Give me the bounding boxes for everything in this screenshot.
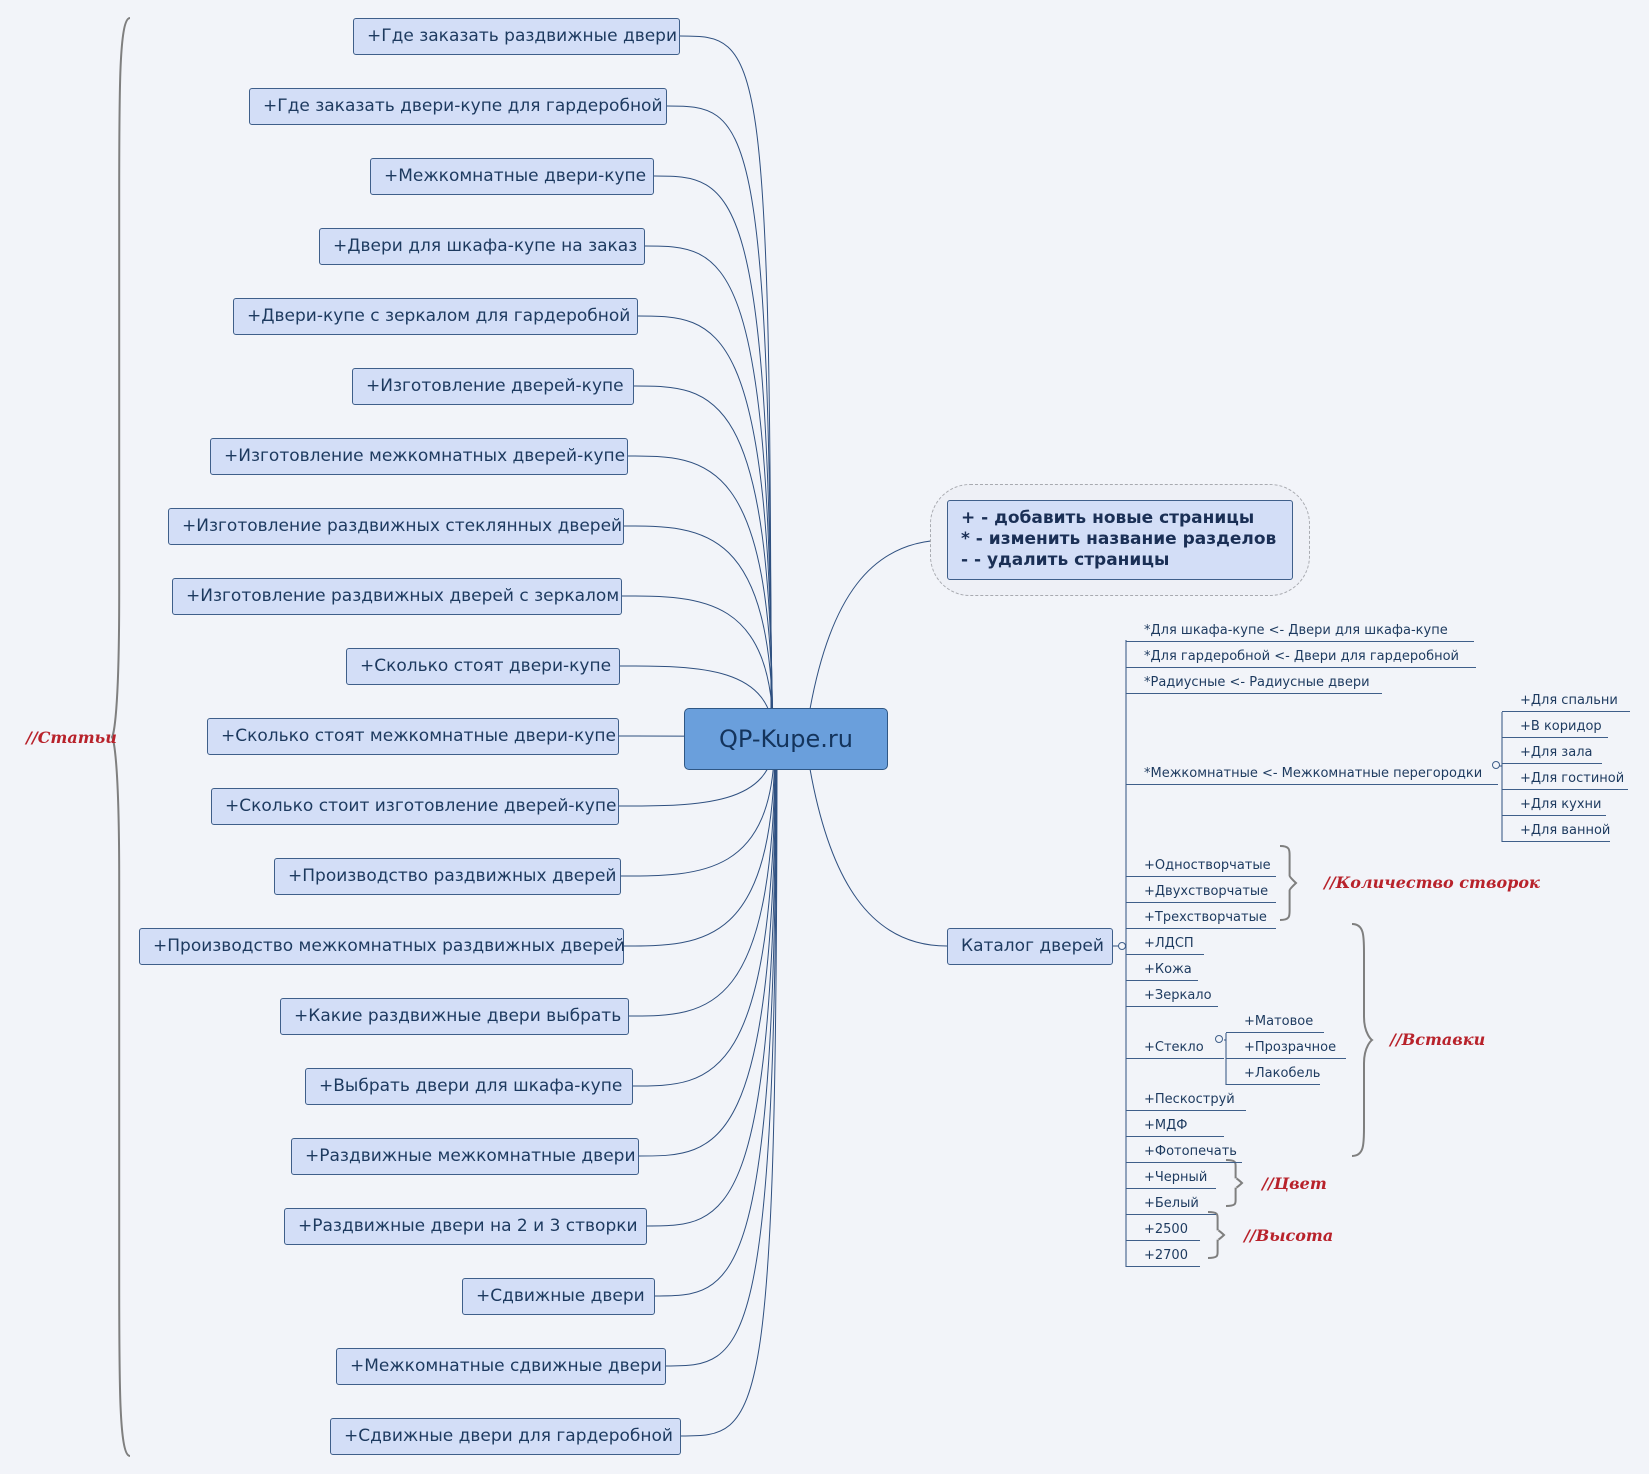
- catalog-topic[interactable]: Каталог дверей: [947, 928, 1113, 965]
- room-leaf[interactable]: +Для кухни: [1502, 796, 1606, 816]
- catalog-leaf[interactable]: +ЛДСП: [1126, 935, 1204, 955]
- connector: [644, 245, 773, 740]
- connector: [633, 385, 773, 740]
- connector: [620, 738, 776, 877]
- article-topic[interactable]: +Сколько стоят межкомнатные двери-купе: [207, 718, 619, 755]
- connector: [654, 738, 777, 1297]
- connector: [653, 175, 773, 740]
- article-topic[interactable]: +Раздвижные двери на 2 и 3 створки: [284, 1208, 647, 1245]
- article-topic[interactable]: +Какие раздвижные двери выбрать: [280, 998, 629, 1035]
- height-brace: [1207, 1211, 1226, 1259]
- article-topic[interactable]: +Изготовление раздвижных дверей с зеркал…: [172, 578, 622, 615]
- articles-note: //Статьи: [26, 728, 117, 747]
- color-brace: [1225, 1159, 1244, 1207]
- connector: [623, 738, 776, 947]
- article-topic[interactable]: +Межкомнатные двери-купе: [370, 158, 654, 195]
- room-leaf[interactable]: +В коридор: [1502, 718, 1608, 738]
- collapse-toggle[interactable]: [1118, 942, 1126, 950]
- article-topic[interactable]: +Межкомнатные сдвижные двери: [336, 1348, 666, 1385]
- color-note: //Цвет: [1262, 1174, 1327, 1193]
- connector: [1224, 1033, 1227, 1085]
- room-leaf[interactable]: +Для спальни: [1502, 692, 1630, 712]
- connector: [679, 35, 772, 740]
- room-leaf[interactable]: +Для зала: [1502, 744, 1602, 764]
- article-topic[interactable]: +Производство раздвижных дверей: [274, 858, 621, 895]
- catalog-leaf[interactable]: +2500: [1126, 1221, 1200, 1241]
- connector: [627, 455, 774, 740]
- article-topic[interactable]: +Сколько стоит изготовление дверей-купе: [211, 788, 619, 825]
- glass-leaf[interactable]: +Матовое: [1226, 1013, 1324, 1033]
- catalog-leaf[interactable]: +Двухстворчатые: [1126, 883, 1276, 903]
- catalog-leaf[interactable]: +Кожа: [1126, 961, 1198, 981]
- central-topic[interactable]: QP-Kupe.ru: [684, 708, 888, 770]
- catalog-section[interactable]: *Для шкафа-купе <- Двери для шкафа-купе: [1126, 622, 1474, 642]
- connector: [680, 738, 778, 1437]
- connector: [637, 315, 773, 740]
- connector: [632, 738, 776, 1087]
- article-topic[interactable]: +Раздвижные межкомнатные двери: [291, 1138, 639, 1175]
- sashes-note: //Количество створок: [1324, 873, 1540, 892]
- article-topic[interactable]: +Двери-купе с зеркалом для гардеробной: [233, 298, 638, 335]
- article-topic[interactable]: +Где заказать двери-купе для гардеробной: [249, 88, 667, 125]
- connector: [621, 595, 774, 740]
- article-topic[interactable]: +Где заказать раздвижные двери: [353, 18, 680, 55]
- articles-brace: [110, 17, 131, 1457]
- catalog-leaf[interactable]: +Черный: [1126, 1169, 1216, 1189]
- catalog-section[interactable]: *Межкомнатные <- Межкомнатные перегородк…: [1126, 765, 1498, 785]
- catalog-leaf[interactable]: +2700: [1126, 1247, 1200, 1267]
- room-leaf[interactable]: +Для ванной: [1502, 822, 1610, 842]
- legend-rename-sections: * - изменить название разделов: [961, 529, 1277, 549]
- article-topic[interactable]: +Выбрать двери для шкафа-купе: [305, 1068, 633, 1105]
- article-topic[interactable]: +Сдвижные двери: [462, 1278, 655, 1315]
- inserts-brace: [1351, 923, 1374, 1157]
- connector: [623, 525, 774, 740]
- catalog-leaf[interactable]: +Пескоструй: [1126, 1091, 1246, 1111]
- collapse-toggle[interactable]: [1492, 761, 1500, 769]
- legend-add-pages: + - добавить новые страницы: [961, 508, 1255, 528]
- article-topic[interactable]: +Изготовление межкомнатных дверей-купе: [210, 438, 628, 475]
- sashes-brace: [1279, 845, 1298, 921]
- glass-leaf[interactable]: +Прозрачное: [1226, 1039, 1346, 1059]
- article-topic[interactable]: +Производство межкомнатных раздвижных дв…: [139, 928, 625, 965]
- height-note: //Высота: [1244, 1226, 1334, 1245]
- connector: [638, 738, 777, 1157]
- catalog-leaf[interactable]: +МДФ: [1126, 1117, 1224, 1137]
- glass-leaf[interactable]: +Лакобель: [1226, 1065, 1320, 1085]
- catalog-leaf[interactable]: +Белый: [1126, 1195, 1216, 1215]
- catalog-leaf[interactable]: +Одностворчатые: [1126, 857, 1276, 877]
- article-topic[interactable]: +Сколько стоят двери-купе: [346, 648, 620, 685]
- catalog-section[interactable]: *Радиусные <- Радиусные двери: [1126, 674, 1382, 694]
- connector: [809, 768, 948, 947]
- inserts-note: //Вставки: [1390, 1030, 1486, 1049]
- connector: [665, 738, 778, 1367]
- room-leaf[interactable]: +Для гостиной: [1502, 770, 1628, 790]
- legend-topic[interactable]: + - добавить новые страницы * - изменить…: [947, 500, 1293, 580]
- collapse-toggle[interactable]: [1215, 1035, 1223, 1043]
- article-topic[interactable]: +Изготовление раздвижных стеклянных двер…: [168, 508, 624, 545]
- article-topic[interactable]: +Двери для шкафа-купе на заказ: [319, 228, 645, 265]
- catalog-section[interactable]: *Для гардеробной <- Двери для гардеробно…: [1126, 648, 1476, 668]
- catalog-leaf[interactable]: +Трехстворчатые: [1126, 909, 1276, 929]
- legend-delete-pages: - - удалить страницы: [961, 550, 1170, 570]
- connector: [666, 105, 772, 740]
- connector: [646, 738, 777, 1227]
- catalog-leaf[interactable]: +Фотопечать: [1126, 1143, 1242, 1163]
- connector: [809, 539, 948, 710]
- article-topic[interactable]: +Изготовление дверей-купе: [352, 368, 634, 405]
- catalog-leaf[interactable]: +Зеркало: [1126, 987, 1218, 1007]
- connector: [628, 738, 776, 1017]
- catalog-leaf[interactable]: +Стекло: [1126, 1039, 1224, 1059]
- article-topic[interactable]: +Сдвижные двери для гардеробной: [330, 1418, 681, 1455]
